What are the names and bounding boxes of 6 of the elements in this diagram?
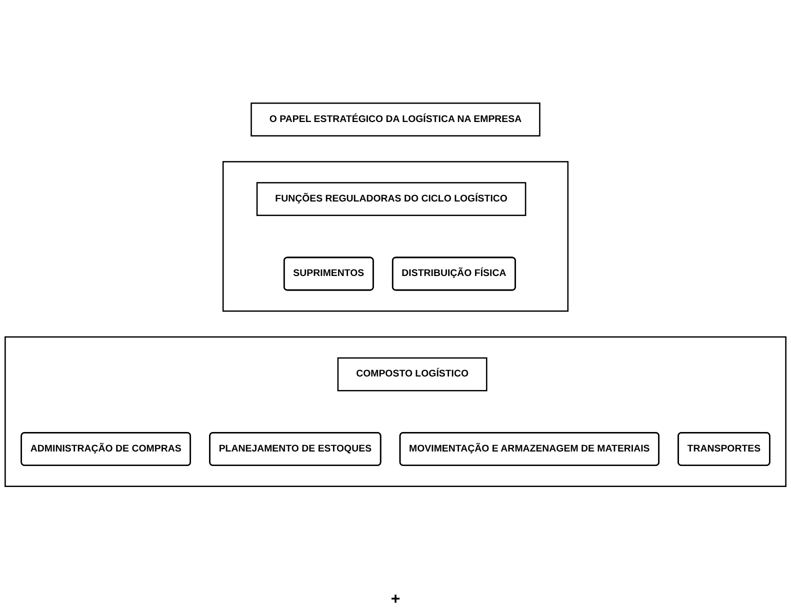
node-box: FUNÇÕES REGULADORAS DO CICLO LOGÍSTICO — [256, 182, 526, 216]
cluster — [4, 336, 786, 487]
node-box: COMPOSTO LOGÍSTICO — [337, 357, 488, 392]
plus-sign: + — [390, 591, 400, 608]
cluster — [222, 160, 569, 312]
node-box: O PAPEL ESTRATÉGICO DA LOGÍSTICA NA EMPRESA — [250, 102, 540, 136]
